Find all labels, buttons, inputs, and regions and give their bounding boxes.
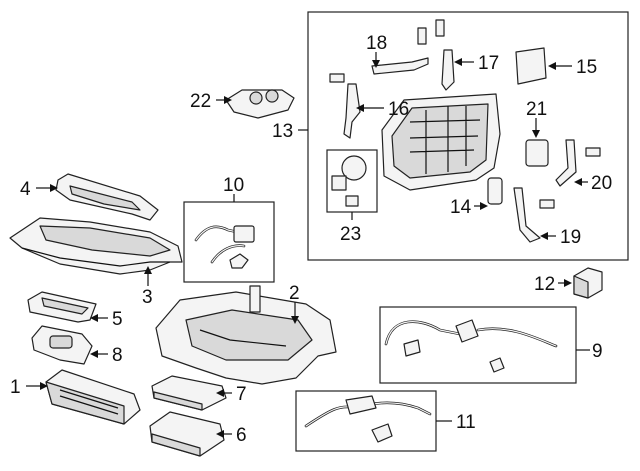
callout-15: 15 [576, 57, 597, 78]
callout-8: 8 [112, 345, 123, 366]
part-11-cable [304, 395, 432, 443]
part-12-relay [573, 267, 603, 299]
callout-16: 16 [388, 99, 409, 120]
callout-22: 22 [190, 91, 211, 112]
group-box-10 [183, 201, 275, 283]
callout-5: 5 [112, 309, 123, 330]
callout-13: 13 [272, 121, 293, 142]
part-5-plate [27, 291, 97, 323]
callout-3: 3 [142, 287, 153, 308]
callout-18: 18 [366, 33, 387, 54]
callout-21: 21 [526, 99, 547, 120]
callout-labels: 1 2 3 4 5 6 7 8 9 10 11 12 13 14 15 16 1… [10, 33, 612, 446]
part-4-cover [55, 173, 159, 221]
callout-2: 2 [289, 283, 300, 304]
part-8-bracket [31, 325, 93, 365]
part-10-harness [194, 225, 255, 269]
group-box-9 [379, 306, 577, 384]
callout-11: 11 [456, 412, 476, 433]
part-2-frame [155, 285, 337, 385]
leader-lines [26, 52, 590, 438]
callout-14: 14 [450, 197, 472, 218]
callout-12: 12 [534, 274, 555, 295]
part-3-tray [9, 217, 183, 275]
callout-20: 20 [591, 173, 612, 194]
part-22-bracket [225, 89, 295, 119]
callout-19: 19 [560, 227, 581, 248]
callout-6: 6 [236, 425, 247, 446]
part-9-harness [384, 319, 558, 373]
group-box-13 [307, 11, 629, 261]
callout-4: 4 [20, 179, 31, 200]
part-6-box [149, 411, 225, 457]
part-13-assembly [329, 19, 601, 243]
callout-17: 17 [478, 53, 499, 74]
callout-9: 9 [592, 341, 603, 362]
part-7-box [151, 375, 227, 411]
callout-23: 23 [340, 224, 361, 245]
part-1-module [45, 369, 141, 425]
callout-10: 10 [223, 175, 244, 196]
callout-7: 7 [236, 384, 247, 405]
callout-1: 1 [10, 377, 21, 398]
